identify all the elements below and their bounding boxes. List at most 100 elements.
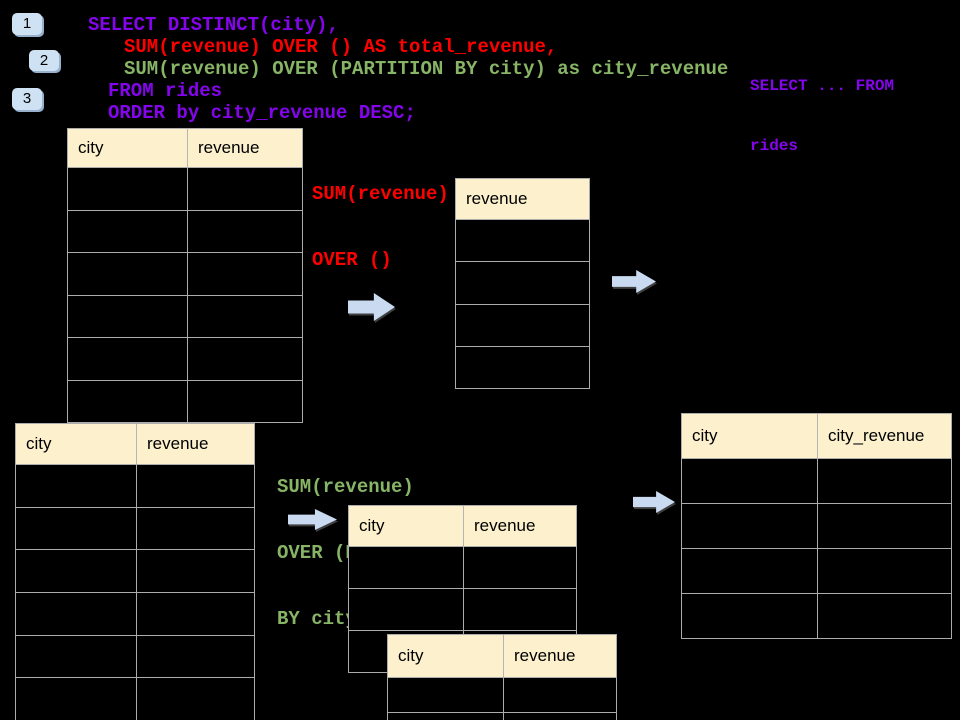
table-empty-cell	[682, 549, 818, 593]
arrow-right-icon	[633, 491, 675, 513]
table-empty-row	[16, 507, 254, 551]
arrow-right-icon	[348, 293, 395, 321]
table-empty-cell	[137, 508, 254, 550]
table-empty-cell	[137, 593, 254, 635]
table-header-row: city city_revenue	[682, 414, 951, 459]
table-empty-cell	[388, 678, 504, 712]
table-empty-cell	[456, 347, 589, 388]
table-header-row: city revenue	[68, 129, 302, 168]
table-empty-row	[16, 550, 254, 594]
step-badge-1: 1	[12, 13, 42, 35]
table-empty-cell	[682, 459, 818, 503]
sql-line-sum-total: SUM(revenue) OVER () AS total_revenue,	[124, 36, 558, 58]
table-empty-row	[682, 594, 951, 638]
table-empty-row	[682, 504, 951, 549]
sql-line-order: ORDER by city_revenue DESC;	[108, 102, 416, 124]
sql-line-select: SELECT DISTINCT(city),	[88, 14, 339, 36]
table-empty-row	[68, 295, 302, 338]
column-header-city: city	[349, 506, 464, 546]
table-empty-row	[388, 678, 616, 713]
table-empty-row	[456, 262, 589, 305]
side-note-line2: rides	[750, 137, 799, 155]
table-body	[68, 168, 302, 422]
table-empty-row	[16, 635, 254, 679]
column-header-revenue: revenue	[474, 516, 536, 535]
table-empty-cell	[16, 593, 137, 635]
table-empty-cell	[388, 713, 504, 720]
table-empty-cell	[818, 504, 951, 548]
table-empty-cell	[137, 465, 254, 507]
table-empty-cell	[16, 678, 137, 720]
table-empty-cell	[188, 296, 302, 338]
annotation-total-line2: OVER ()	[312, 249, 392, 271]
column-header-revenue: revenue	[198, 138, 260, 157]
column-header-city-revenue: city_revenue	[828, 426, 925, 445]
table-empty-cell	[16, 550, 137, 593]
side-note-select-from-rides: SELECT ... FROM rides	[750, 36, 894, 196]
table-empty-row	[16, 593, 254, 636]
table-body	[456, 220, 589, 388]
table-empty-cell	[349, 547, 464, 588]
column-header-city: city	[16, 424, 137, 464]
table-empty-cell	[456, 305, 589, 346]
table-empty-cell	[682, 504, 818, 548]
table-empty-cell	[818, 549, 951, 593]
table-partition-overlay: city revenue	[387, 634, 617, 720]
table-empty-cell	[682, 594, 818, 638]
step-badge-3: 3	[12, 88, 42, 110]
table-empty-cell	[137, 678, 254, 720]
sql-line-from: FROM rides	[108, 80, 223, 102]
table-empty-cell	[504, 713, 616, 720]
table-empty-cell	[456, 220, 589, 261]
table-body	[388, 678, 616, 720]
table-empty-row	[68, 253, 302, 296]
table-empty-row	[16, 465, 254, 508]
table-empty-cell	[818, 459, 951, 503]
column-header-city: city	[682, 414, 818, 458]
column-header-revenue: revenue	[514, 646, 576, 665]
table-empty-cell	[188, 338, 302, 380]
table-empty-cell	[349, 589, 464, 630]
table-empty-cell	[16, 635, 137, 678]
table-empty-row	[68, 210, 302, 253]
table-empty-cell	[464, 547, 576, 588]
arrow-right-icon	[288, 509, 337, 530]
table-empty-cell	[68, 210, 188, 252]
column-header-revenue: revenue	[466, 189, 528, 208]
table-body	[682, 459, 951, 638]
table-empty-row	[388, 713, 616, 720]
table-empty-cell	[188, 253, 302, 295]
column-header-revenue: revenue	[147, 434, 209, 453]
table-empty-cell	[68, 338, 188, 380]
table-empty-cell	[188, 381, 302, 423]
table-empty-row	[16, 678, 254, 720]
table-empty-cell	[456, 262, 589, 303]
table-header-row: city revenue	[388, 635, 616, 678]
table-empty-row	[682, 549, 951, 594]
table-source-top: city revenue	[67, 128, 303, 423]
side-note-line1: SELECT ... FROM	[750, 77, 895, 95]
table-empty-row	[456, 305, 589, 347]
table-empty-cell	[818, 594, 951, 638]
table-empty-cell	[188, 211, 302, 253]
table-empty-cell	[188, 168, 302, 210]
column-header-city: city	[68, 129, 188, 167]
table-city-revenue-result: city city_revenue	[681, 413, 952, 639]
table-empty-cell	[68, 168, 188, 210]
table-header-row: city revenue	[349, 506, 576, 547]
table-body	[16, 465, 254, 720]
table-empty-row	[349, 547, 576, 589]
table-empty-cell	[68, 253, 188, 295]
table-empty-row	[349, 589, 576, 631]
table-header-row: city revenue	[16, 424, 254, 465]
table-header-row: revenue	[456, 179, 589, 220]
table-empty-row	[68, 380, 302, 423]
annotation-total-revenue: SUM(revenue) OVER ()	[312, 139, 449, 315]
table-total-revenue-result: revenue	[455, 178, 590, 390]
table-empty-row	[68, 338, 302, 381]
column-header-city: city	[388, 635, 504, 677]
annotation-total-line1: SUM(revenue)	[312, 183, 449, 205]
table-empty-cell	[504, 678, 616, 712]
step-badge-2: 2	[29, 50, 59, 71]
